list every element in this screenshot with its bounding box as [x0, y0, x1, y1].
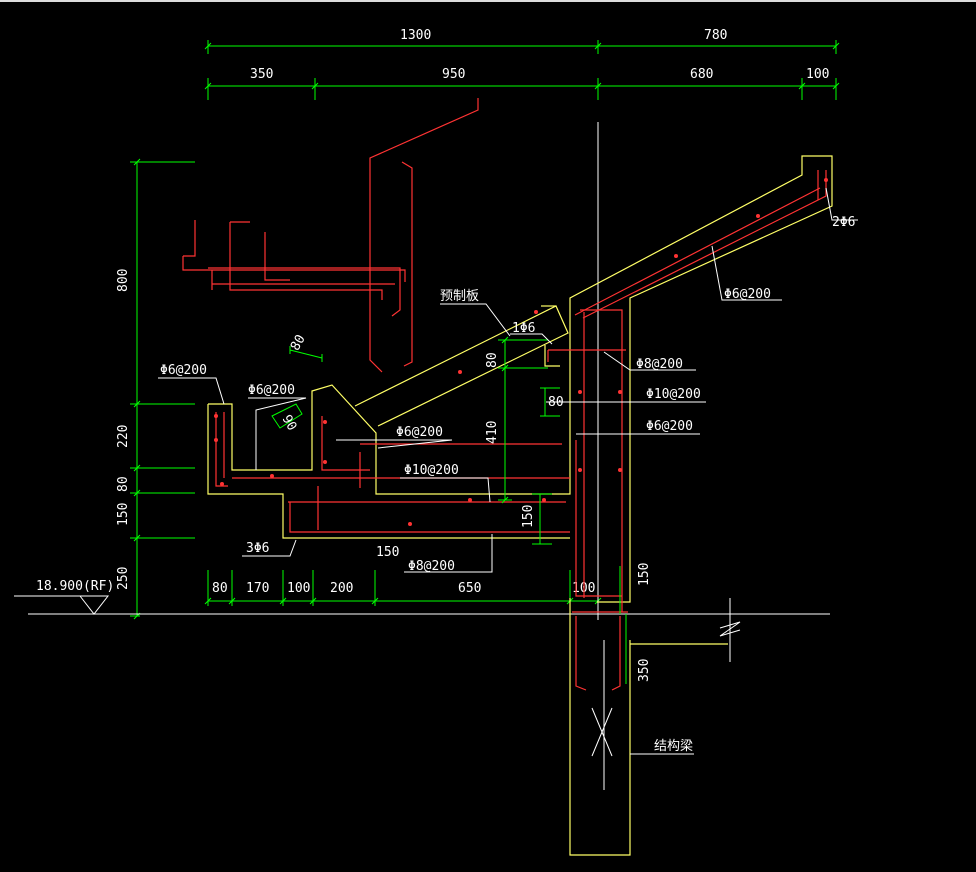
inner-dimensions — [271, 336, 627, 684]
dim-90: 90 — [279, 413, 300, 434]
annotations: 2Φ6 Φ6@200 预制板 1Φ6 Φ8@200 Φ10@200 Φ6@200… — [160, 215, 855, 754]
label-1phi6: 1Φ6 — [512, 321, 535, 336]
dim-780: 780 — [704, 28, 727, 43]
dim-80-bottom: 80 — [212, 581, 228, 596]
dim-950: 950 — [442, 67, 465, 82]
dim-80-left: 80 — [116, 476, 131, 492]
dim-1300: 1300 — [400, 28, 431, 43]
label-2phi6: 2Φ6 — [832, 215, 855, 230]
dim-680: 680 — [690, 67, 713, 82]
dim-150-lower: 150 — [376, 545, 399, 560]
dim-100: 100 — [806, 67, 829, 82]
dim-200: 200 — [330, 581, 353, 596]
dim-350-beam: 350 — [637, 659, 652, 682]
dim-410: 410 — [485, 421, 500, 444]
label-phi6-200-left: Φ6@200 — [160, 363, 207, 378]
label-phi8-200-lower: Φ8@200 — [408, 559, 455, 574]
dim-80-slab: 80 — [485, 352, 500, 368]
label-phi8-200-upper: Φ8@200 — [636, 357, 683, 372]
label-phi6-200-mid: Φ6@200 — [396, 425, 443, 440]
dim-650: 650 — [458, 581, 481, 596]
dim-100-bottom-a: 100 — [287, 581, 310, 596]
dim-350: 350 — [250, 67, 273, 82]
top-dimension-chain: 1300 780 350 950 680 100 — [204, 28, 840, 100]
label-phi6-200-right: Φ6@200 — [646, 419, 693, 434]
label-3phi6: 3Φ6 — [246, 541, 269, 556]
dim-150-left: 150 — [116, 503, 131, 526]
concrete-outline — [207, 155, 833, 856]
label-phi6-200-gutter: Φ6@200 — [248, 383, 295, 398]
dim-250: 250 — [116, 567, 131, 590]
dim-80-side: 80 — [548, 395, 564, 410]
axis-lines — [28, 122, 830, 662]
leader-lines — [158, 187, 858, 755]
dim-150-col: 150 — [637, 563, 652, 586]
label-structural-beam: 结构梁 — [654, 739, 693, 754]
elevation-mark: 18.900(RF) — [14, 579, 114, 615]
left-dimension-chain: 800 220 80 150 250 — [116, 158, 195, 620]
label-phi10-200-mid: Φ10@200 — [404, 463, 459, 478]
dim-80-gutter: 80 — [288, 332, 309, 353]
bottom-dimension-chain: 80 170 100 200 650 100 — [204, 570, 602, 606]
dim-220: 220 — [116, 425, 131, 448]
dim-150-mid: 150 — [521, 505, 536, 528]
label-elevation: 18.900(RF) — [36, 579, 114, 594]
dim-170: 170 — [246, 581, 269, 596]
dim-800: 800 — [116, 269, 131, 292]
label-phi6-200-slope: Φ6@200 — [724, 287, 771, 302]
label-phi10-200-right: Φ10@200 — [646, 387, 701, 402]
label-precast-slab: 预制板 — [440, 289, 479, 304]
